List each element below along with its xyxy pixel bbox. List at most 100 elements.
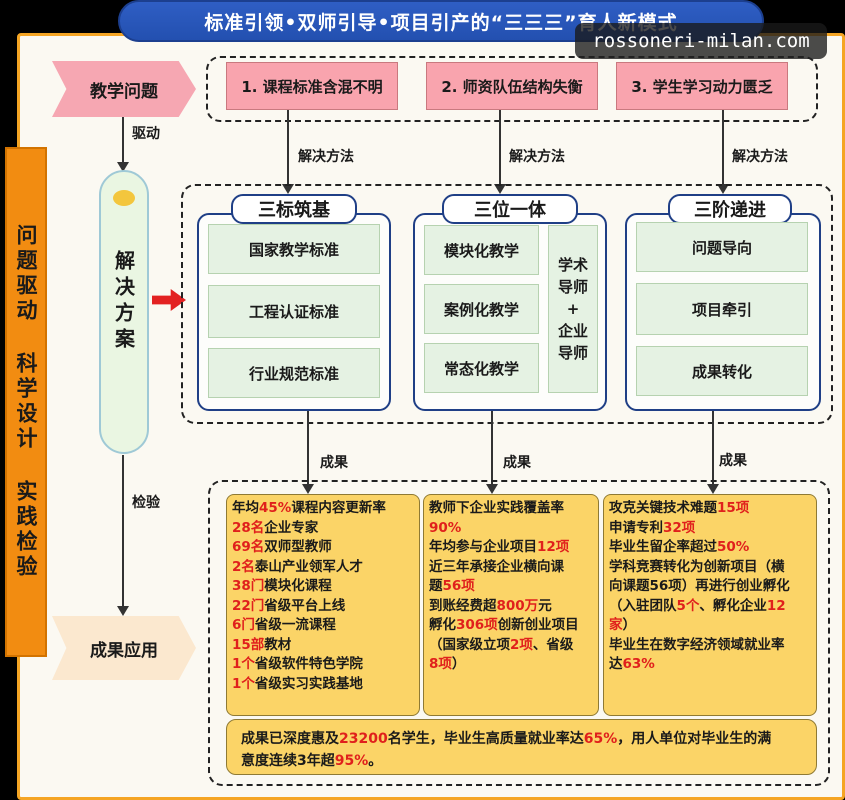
- method-line-3: [722, 110, 724, 186]
- outcome-text: 省级软件特色学院: [254, 656, 363, 672]
- highlight-value: 56项: [442, 578, 475, 594]
- column-2-title: 三位一体: [442, 194, 578, 224]
- watermark: rossoneri-milan.com: [575, 23, 827, 59]
- method-arrow-1-icon: [282, 184, 294, 194]
- outcome-list-3: 攻克关键技术难题15项申请专利32项毕业生留企率超过50%学科竞赛转化为创新项目…: [609, 499, 811, 675]
- outcome-text: 省级平台上线: [264, 597, 346, 614]
- column-3-title: 三阶递进: [668, 194, 792, 224]
- highlight-value: 12项: [537, 539, 570, 555]
- highlight-value: 69名: [232, 539, 265, 555]
- outcome-line: 向课题56项）再进行创业孵化: [609, 577, 811, 597]
- outcome-line: 28名企业专家: [232, 519, 414, 539]
- check-line: [122, 455, 124, 610]
- highlight-value: 95%: [334, 753, 369, 769]
- highlight-value: 38门: [232, 578, 265, 594]
- method-arrow-3-icon: [717, 184, 729, 194]
- mentor-line-2: 导师: [557, 278, 588, 296]
- outcome-text: 近三年承接企业横向课: [429, 558, 564, 575]
- outcome-line: 8项）: [429, 655, 593, 675]
- outcome-line: 学科竞赛转化为创新项目（横: [609, 558, 811, 578]
- outcome-text: 教材: [264, 636, 292, 653]
- outcomes-container: [208, 480, 830, 786]
- outcome-line: 年均45%课程内容更新率: [232, 499, 414, 519]
- outcome-text: 到账经费超: [429, 597, 497, 614]
- outcome-text: 创新创业项目: [497, 617, 579, 633]
- highlight-value: 63%: [622, 656, 655, 672]
- outcome-line: 申请专利32项: [609, 519, 811, 539]
- outcome-line: 38门模块化课程: [232, 577, 414, 597]
- outcome-line: 近三年承接企业横向课: [429, 558, 593, 578]
- highlight-value: 6门: [232, 617, 255, 633]
- result-arrow-1-icon: [302, 484, 314, 494]
- solution-pill: 解决方案: [99, 170, 149, 454]
- column-1-item-3: 行业规范标准: [208, 348, 380, 398]
- teaching-problem-tag: 教学问题: [52, 61, 196, 117]
- mentor-line-5: 导师: [557, 344, 588, 362]
- outcome-line: 90%: [429, 519, 593, 539]
- highlight-value: 5个: [676, 597, 700, 614]
- pill-dot-icon: [113, 190, 135, 206]
- result-line-3: [712, 411, 714, 487]
- solutions-container: [181, 184, 833, 424]
- highlight-value: 2名: [232, 558, 255, 575]
- outcome-text: （入驻团队: [609, 597, 677, 614]
- outcome-text: 元: [538, 597, 552, 614]
- outcome-text: 泰山产业领军人才: [254, 558, 363, 575]
- outcome-line: 2名泰山产业领军人才: [232, 558, 414, 578]
- outcome-line: （国家级立项2项、省级: [429, 636, 593, 656]
- outcome-text: 教师下企业实践覆盖率: [429, 500, 564, 516]
- outcome-text: 攻克关键技术难题: [609, 500, 717, 516]
- method-label-1: 解决方法: [298, 149, 354, 165]
- outcome-line: 到账经费超800万元: [429, 597, 593, 617]
- outcome-text: ）: [622, 617, 637, 633]
- outcome-line: 22门省级平台上线: [232, 597, 414, 617]
- highlight-value: 65%: [583, 731, 618, 747]
- highlight-value: 15项: [717, 500, 750, 516]
- outcome-text: ，用人单位对毕业生的满: [617, 731, 772, 747]
- outcome-text: 课程内容更新率: [291, 500, 386, 516]
- outcome-text: 意度连续3年超: [241, 753, 335, 769]
- column-2-item-1: 模块化教学: [424, 225, 539, 275]
- result-arrow-3-icon: [707, 484, 719, 494]
- result-line-2: [491, 411, 493, 487]
- outcome-text: 向课题56项）再进行创业孵化: [609, 578, 790, 594]
- outcome-text: 毕业生在数字经济领域就业率: [609, 636, 785, 653]
- outcome-line: 孵化306项创新创业项目: [429, 616, 593, 636]
- result-label-1: 成果: [320, 455, 348, 471]
- highlight-value: 90%: [429, 519, 462, 536]
- result-label-2: 成果: [503, 455, 531, 471]
- outcome-line: 教师下企业实践覆盖率: [429, 499, 593, 519]
- outcome-line: 1个省级软件特色学院: [232, 655, 414, 675]
- outcome-text: 模块化课程: [264, 578, 332, 594]
- outcome-line: （入驻团队5个、孵化企业12: [609, 597, 811, 617]
- summary-text: 成果已深度惠及23200名学生，毕业生高质量就业率达65%，用人单位对毕业生的满…: [241, 728, 802, 772]
- method-line-2: [499, 110, 501, 186]
- check-label: 检验: [132, 495, 160, 511]
- outcome-text: 省级实习实践基地: [254, 675, 363, 692]
- summary-box: 成果已深度惠及23200名学生，毕业生高质量就业率达65%，用人单位对毕业生的满…: [226, 719, 817, 775]
- outcome-text: 年均: [232, 500, 259, 516]
- outcome-text: 、孵化企业: [699, 597, 767, 614]
- outcome-line: 1个省级实习实践基地: [232, 675, 414, 695]
- result-arrow-2-icon: [486, 484, 498, 494]
- outcome-line: 69名双师型教师: [232, 538, 414, 558]
- outcome-line: 毕业生在数字经济领域就业率: [609, 636, 811, 656]
- outcome-line: 15部教材: [232, 636, 414, 656]
- column-2-item-3: 常态化教学: [424, 343, 539, 393]
- problem-box-2: 2. 师资队伍结构失衡: [426, 62, 598, 110]
- outcome-text: 毕业生留企率超过: [609, 539, 717, 555]
- column-3-item-1: 问题导向: [636, 222, 808, 272]
- column-1-item-1: 国家教学标准: [208, 224, 380, 274]
- mentor-line-4: 企业: [557, 322, 588, 340]
- method-line-1: [287, 110, 289, 186]
- highlight-value: 8项: [429, 656, 452, 672]
- highlight-value: 306项: [456, 617, 498, 633]
- problem-box-1: 1. 课程标准含混不明: [226, 62, 398, 110]
- result-label-3: 成果: [719, 453, 747, 469]
- result-line-1: [307, 411, 309, 487]
- outcome-box-3: 攻克关键技术难题15项申请专利32项毕业生留企率超过50%学科竞赛转化为创新项目…: [603, 494, 817, 716]
